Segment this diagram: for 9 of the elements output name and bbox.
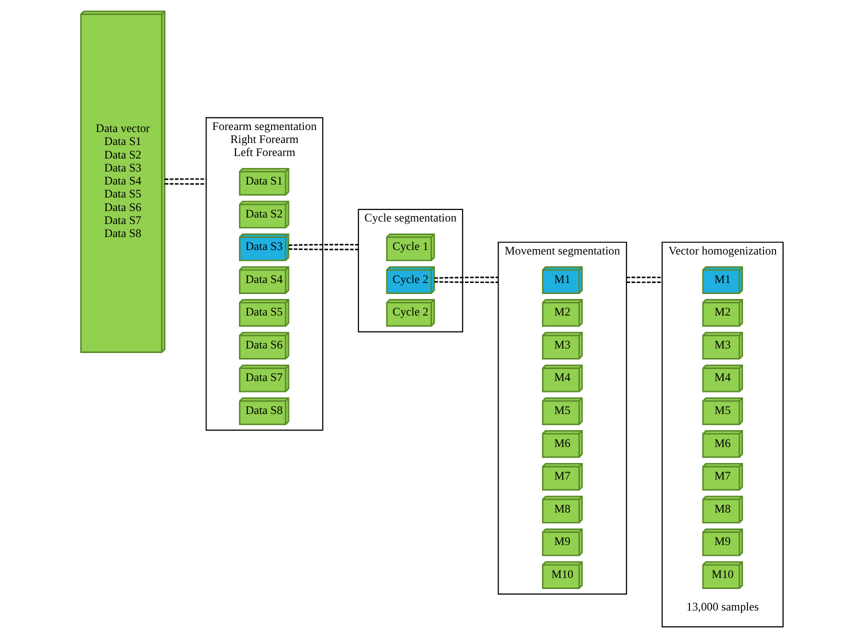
connector [434,281,498,284]
label: 13,000 samples [686,600,759,614]
connector [288,248,358,250]
connector [164,178,206,180]
connector [626,282,662,284]
connector [626,276,662,278]
connector [164,183,206,185]
connector [434,276,498,279]
connector [288,244,358,246]
